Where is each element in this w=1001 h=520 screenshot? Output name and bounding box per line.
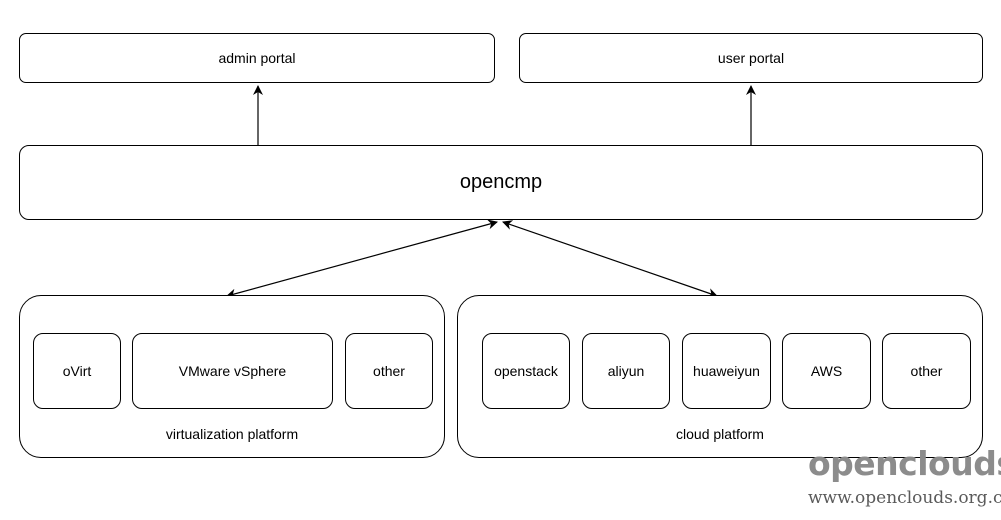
cloud-platform-label: cloud platform xyxy=(676,426,764,442)
platform-node-other-virtualization[interactable]: other xyxy=(345,333,433,409)
platform-node-huaweiyun[interactable]: huaweiyun xyxy=(682,333,771,409)
platform-node-other-cloud[interactable]: other xyxy=(882,333,971,409)
platform-node-label: openstack xyxy=(494,363,558,379)
admin-portal-node[interactable]: admin portal xyxy=(19,33,495,83)
watermark-logo: openclouds xyxy=(808,444,1001,483)
virtualization-platform-group: oVirt VMware vSphere other virtualizatio… xyxy=(19,295,445,458)
arrow-opencmp-cloud xyxy=(502,220,718,298)
platform-node-label: oVirt xyxy=(62,363,92,379)
opencmp-label: opencmp xyxy=(459,171,543,193)
user-portal-label: user portal xyxy=(717,50,785,66)
platform-node-label: huaweiyun xyxy=(693,363,760,379)
cloud-platform-group: openstack aliyun huaweiyun AWS other clo… xyxy=(457,295,983,458)
user-portal-node[interactable]: user portal xyxy=(519,33,983,83)
platform-node-label: VMware vSphere xyxy=(178,363,287,379)
virtualization-platform-label: virtualization platform xyxy=(165,426,299,442)
platform-node-vmware-vsphere[interactable]: VMware vSphere xyxy=(132,333,333,409)
platform-node-label: other xyxy=(910,363,943,379)
platform-node-label: AWS xyxy=(810,363,843,379)
opencmp-node[interactable]: opencmp xyxy=(19,145,983,220)
watermark-url: www.openclouds.org.cn xyxy=(808,488,1001,508)
admin-portal-label: admin portal xyxy=(218,50,296,66)
platform-node-label: other xyxy=(373,363,405,379)
platform-node-aws[interactable]: AWS xyxy=(782,333,871,409)
platform-node-aliyun[interactable]: aliyun xyxy=(582,333,670,409)
platform-node-openstack[interactable]: openstack xyxy=(482,333,570,409)
platform-node-label: aliyun xyxy=(607,363,645,379)
platform-node-ovirt[interactable]: oVirt xyxy=(33,333,121,409)
arrow-opencmp-virtualization xyxy=(226,219,498,299)
